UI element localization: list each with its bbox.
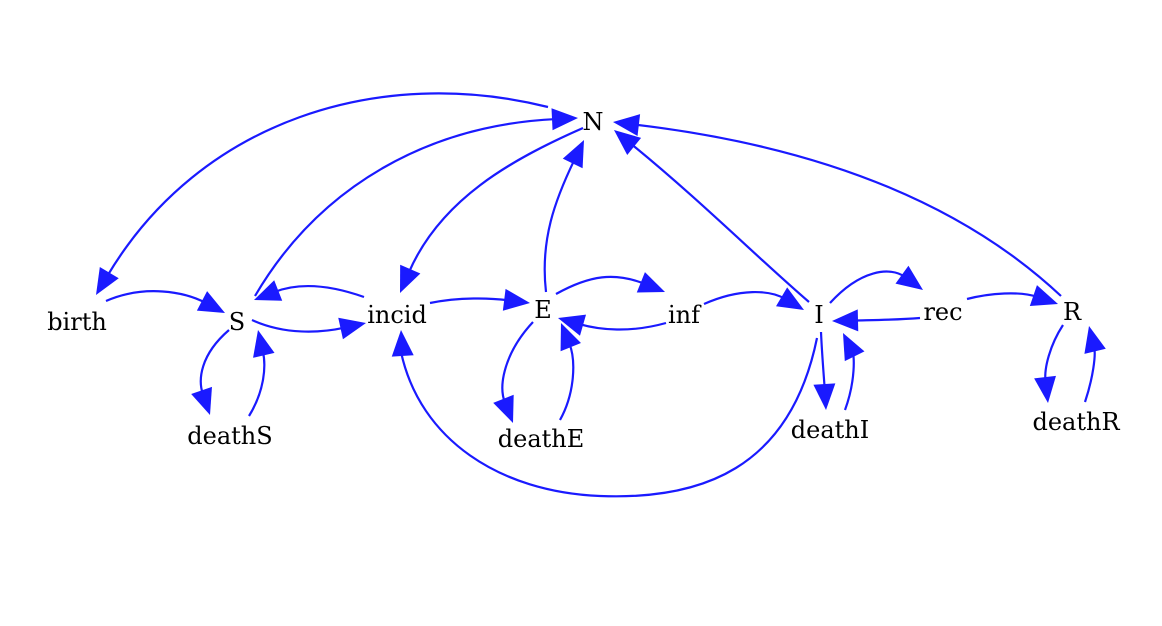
arrow-head-icon [560, 323, 581, 352]
node-birth[interactable]: birth [47, 308, 107, 336]
edge-layer [96, 92, 1106, 498]
edge-inf-to-E [558, 314, 667, 336]
arrow-head-icon [493, 394, 514, 423]
edge-deathE-to-E [559, 323, 581, 421]
node-deathS[interactable]: deathS [187, 422, 272, 450]
edge-deathI-to-I [843, 333, 865, 411]
arrow-head-icon [636, 272, 665, 293]
arrow-head-icon [338, 317, 366, 340]
edge-line [829, 270, 906, 304]
node-deathR[interactable]: deathR [1032, 408, 1120, 436]
edge-rec-to-I [832, 309, 921, 332]
edge-incid-to-S [254, 280, 365, 301]
node-E[interactable]: E [534, 296, 552, 324]
arrow-head-icon [400, 264, 421, 293]
arrow-head-icon [551, 108, 578, 131]
node-S[interactable]: S [229, 308, 245, 336]
edge-S-to-N [254, 108, 578, 297]
arrow-head-icon [196, 291, 225, 313]
edge-E-to-inf [555, 272, 665, 295]
edge-N-to-birth [96, 92, 549, 295]
arrow-head-icon [1084, 326, 1106, 354]
edge-N-to-incid [400, 126, 584, 293]
edge-line [254, 117, 557, 297]
edge-birth-to-S [105, 290, 225, 313]
edge-line [429, 297, 509, 305]
edge-line [501, 321, 534, 403]
arrow-head-icon [562, 140, 584, 169]
edge-R-to-deathR [1034, 324, 1064, 403]
edge-line [703, 291, 786, 306]
arrow-head-icon [895, 265, 923, 290]
edge-line [559, 342, 575, 421]
arrow-head-icon [558, 314, 587, 336]
edge-line [578, 321, 667, 331]
node-I[interactable]: I [814, 301, 823, 329]
node-R[interactable]: R [1063, 298, 1082, 326]
arrow-head-icon [813, 383, 836, 410]
edge-line [407, 126, 584, 274]
edge-line [966, 292, 1038, 301]
edge-I-to-rec [829, 265, 923, 304]
edge-line [555, 275, 645, 295]
edge-S-to-incid [251, 317, 366, 340]
edge-E-to-N [543, 140, 584, 293]
edge-R-to-N [613, 114, 1062, 297]
node-incid[interactable]: incid [367, 301, 427, 329]
edge-deathR-to-R [1083, 326, 1106, 403]
node-inf[interactable]: inf [668, 301, 702, 329]
edge-I-to-deathI [813, 331, 836, 410]
arrow-head-icon [502, 288, 530, 311]
node-deathE[interactable]: deathE [498, 425, 585, 453]
edge-I-to-N [614, 130, 810, 303]
edge-line [251, 318, 345, 333]
edge-line [543, 159, 576, 293]
edge-I-to-incid [391, 330, 819, 498]
arrow-head-icon [391, 330, 414, 357]
edge-line [399, 337, 819, 498]
edge-line [199, 329, 230, 395]
arrow-head-icon [96, 267, 119, 295]
node-layer: N birth S incid E inf I rec R deathS dea… [47, 108, 1120, 453]
edge-inf-to-I [703, 287, 804, 310]
edge-deathS-to-S [248, 330, 275, 417]
node-deathI[interactable]: deathI [791, 416, 869, 444]
arrow-head-icon [832, 309, 859, 332]
edge-line [106, 92, 549, 277]
edge-line [105, 290, 207, 304]
edge-line [630, 143, 810, 303]
node-rec[interactable]: rec [923, 298, 962, 326]
arrow-head-icon [613, 114, 641, 136]
edge-S-to-deathS [191, 329, 230, 415]
arrow-head-icon [614, 130, 642, 155]
arrow-head-icon [253, 330, 275, 358]
node-N[interactable]: N [583, 108, 604, 136]
edge-line [248, 351, 266, 417]
edge-line [853, 316, 921, 322]
edge-E-to-deathE [493, 321, 534, 423]
arrow-head-icon [1029, 285, 1058, 306]
edge-incid-to-E [429, 288, 530, 311]
arrow-head-icon [191, 386, 212, 415]
arrow-head-icon [1034, 375, 1056, 403]
arrow-head-icon [843, 333, 865, 362]
arrow-head-icon [254, 280, 283, 301]
edge-rec-to-R [966, 285, 1058, 306]
edge-line [634, 123, 1062, 297]
arrow-head-icon [776, 287, 804, 310]
edge-line [274, 284, 365, 299]
